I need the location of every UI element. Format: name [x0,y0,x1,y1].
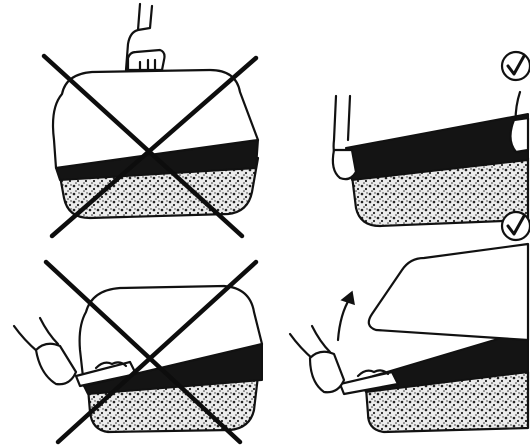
cross-mark-icon [41,53,259,239]
arrow-icon [336,290,355,342]
hood [367,242,530,342]
hand-icon [12,316,78,386]
cross-mark-icon [43,259,259,445]
panel-top-right [331,50,530,228]
hand-icon [288,324,346,394]
scoop-icon [338,369,400,396]
check-mark-icon [500,210,530,242]
panel-top-left [41,2,260,239]
hand-icon [509,90,530,154]
hand-icon [331,94,358,181]
panel-bottom-right [288,210,530,434]
hand-icon [124,2,166,72]
panel-bottom-left [12,259,264,445]
check-mark-icon [500,50,530,82]
hood [78,284,264,388]
